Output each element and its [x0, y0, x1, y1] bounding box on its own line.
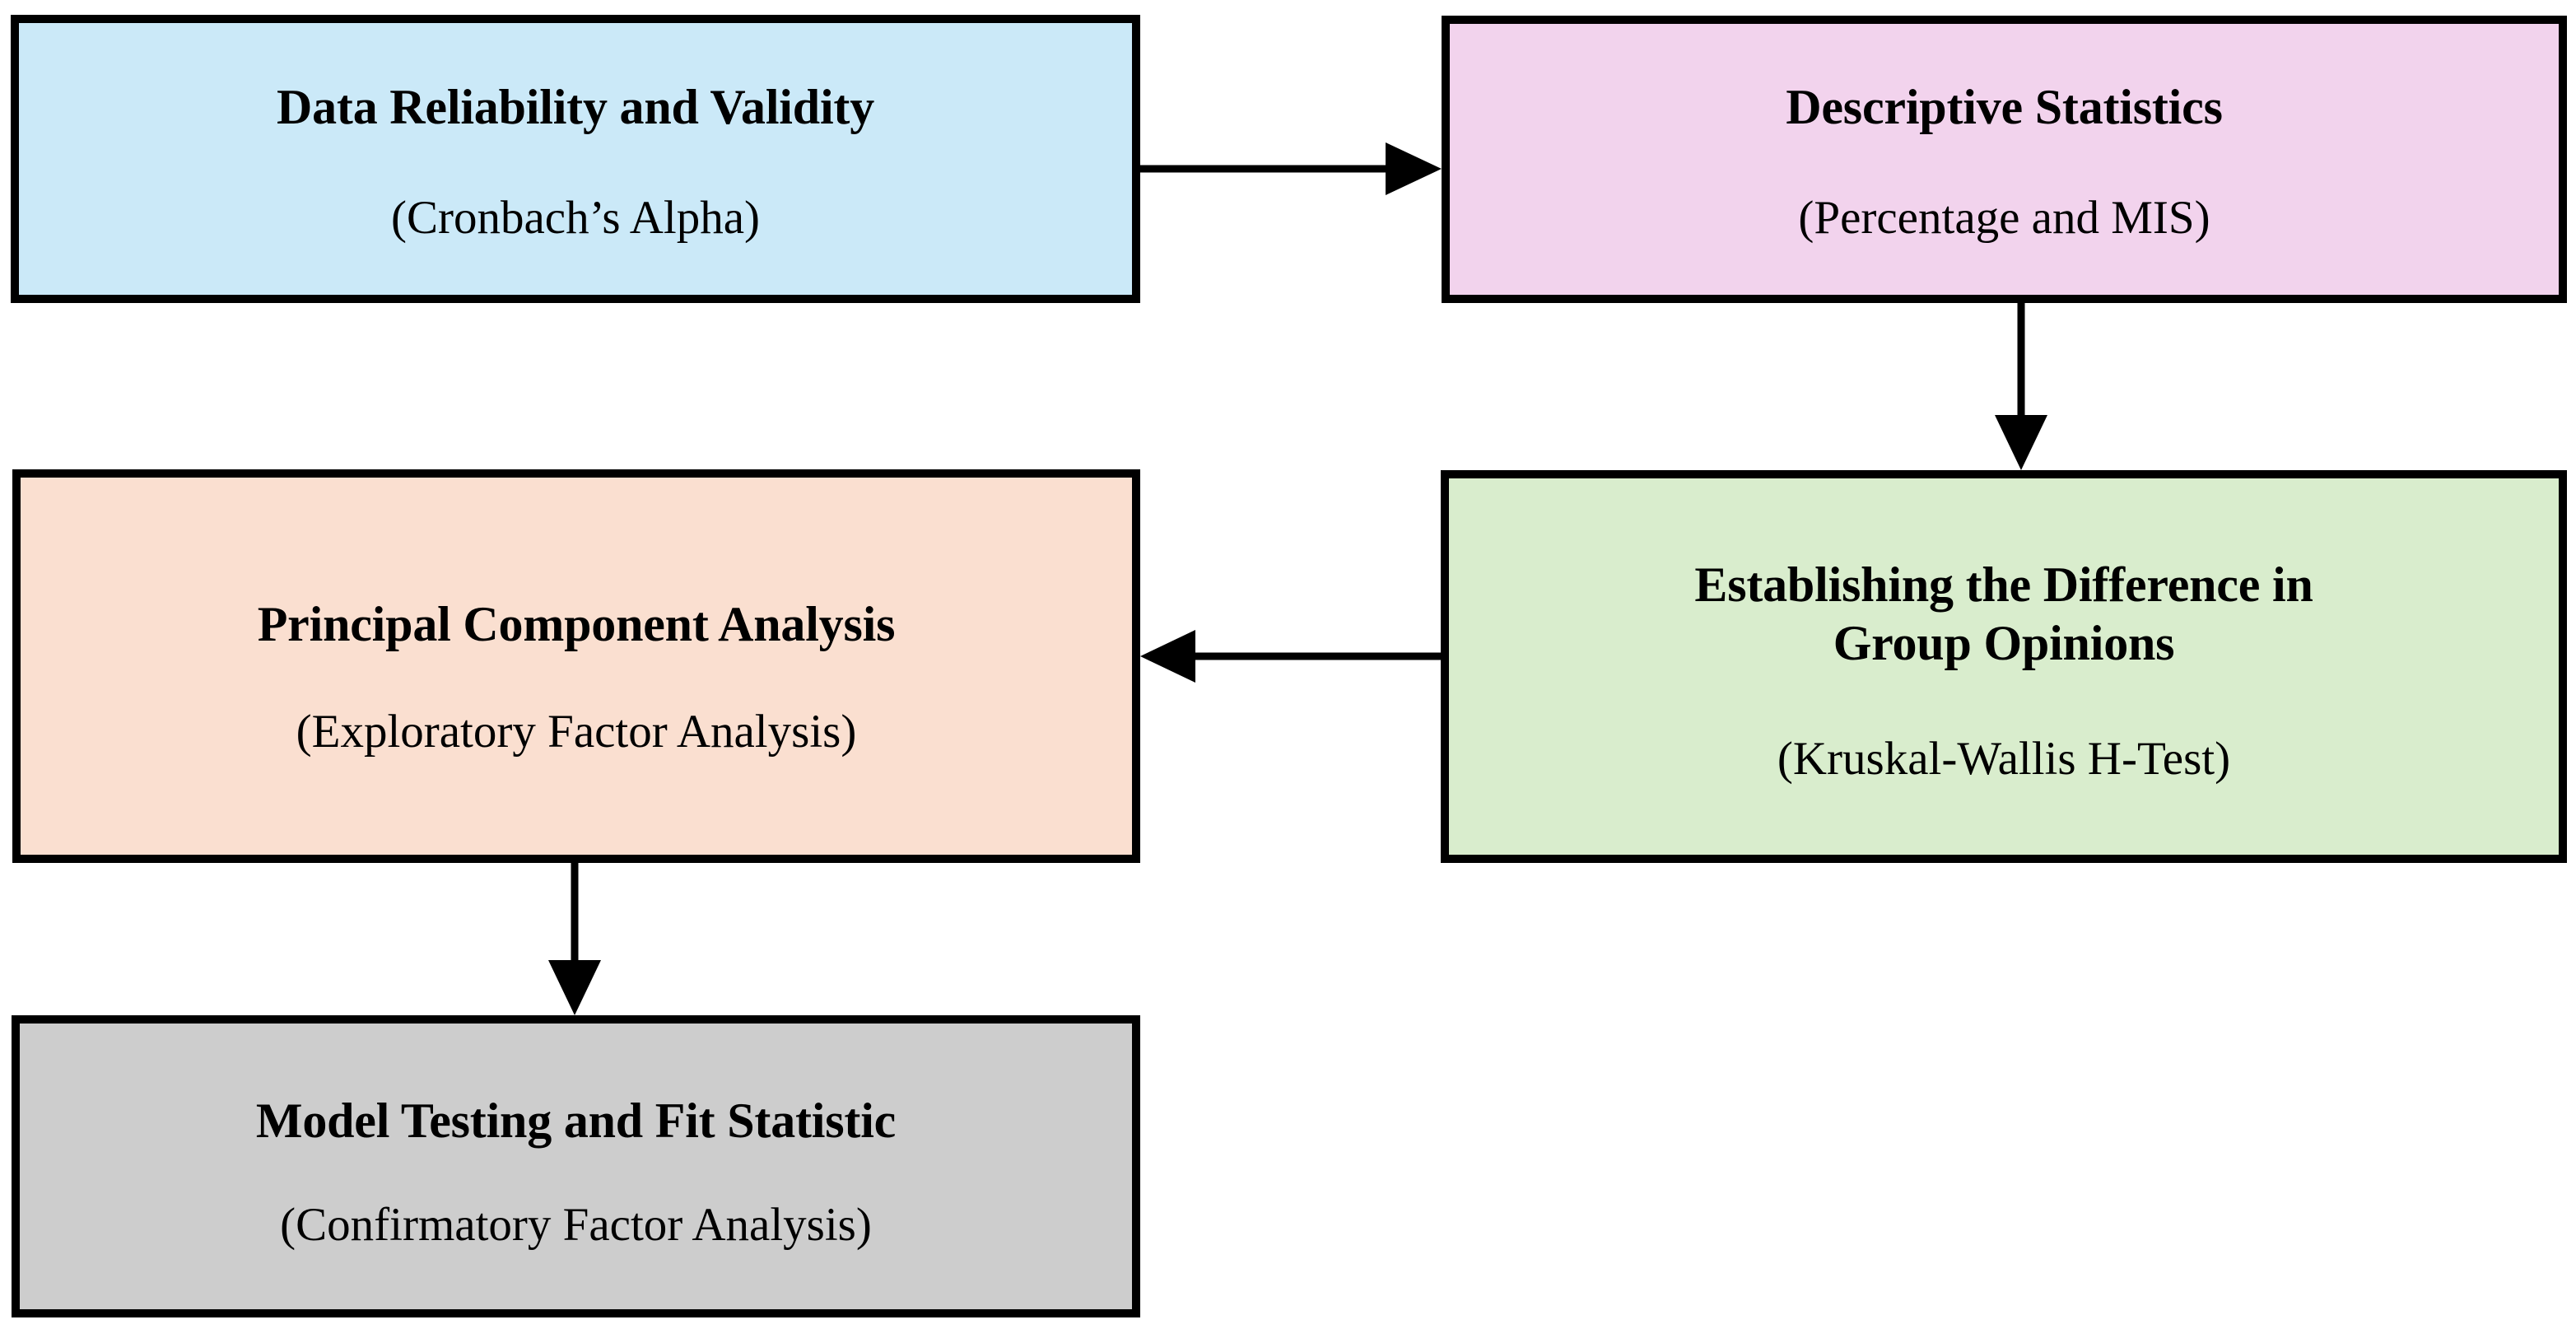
flow-node-subtitle: (Cronbach’s Alpha) — [391, 191, 760, 244]
flow-node-subtitle: (Percentage and MIS) — [1798, 192, 2210, 245]
arrow-left-icon-kruskal-to-pca — [1140, 630, 1441, 683]
flow-node-data-reliability-and-validity[interactable]: Data Reliability and Validity (Cronbach’… — [11, 15, 1140, 303]
flow-node-title: Model Testing and Fit Statistic — [255, 1094, 897, 1149]
flow-node-title: Principal Component Analysis — [257, 596, 896, 651]
flow-node-title: Descriptive Statistics — [1786, 80, 2223, 135]
flow-node-descriptive-statistics[interactable]: Descriptive Statistics (Percentage and M… — [1442, 16, 2567, 303]
arrow-down-icon-descriptive-to-kruskal — [1995, 303, 2047, 470]
flow-node-establishing-the-difference-in-group-opinions[interactable]: Establishing the Difference in Group Opi… — [1441, 470, 2567, 863]
flow-node-subtitle: (Exploratory Factor Analysis) — [296, 705, 857, 758]
flow-node-subtitle: (Kruskal-Wallis H-Test) — [1777, 732, 2231, 785]
arrow-right-icon-reliability-to-descriptive — [1140, 142, 1442, 195]
flow-node-subtitle: (Confirmatory Factor Analysis) — [280, 1199, 872, 1252]
flow-node-principal-component-analysis[interactable]: Principal Component Analysis (Explorator… — [12, 469, 1140, 863]
flow-node-title: Establishing the Difference in Group Opi… — [1694, 557, 2313, 670]
arrow-down-icon-pca-to-cfa — [548, 863, 601, 1015]
flow-node-model-testing-and-fit-statistic[interactable]: Model Testing and Fit Statistic (Confirm… — [12, 1015, 1140, 1317]
flow-node-title: Data Reliability and Validity — [276, 79, 874, 134]
